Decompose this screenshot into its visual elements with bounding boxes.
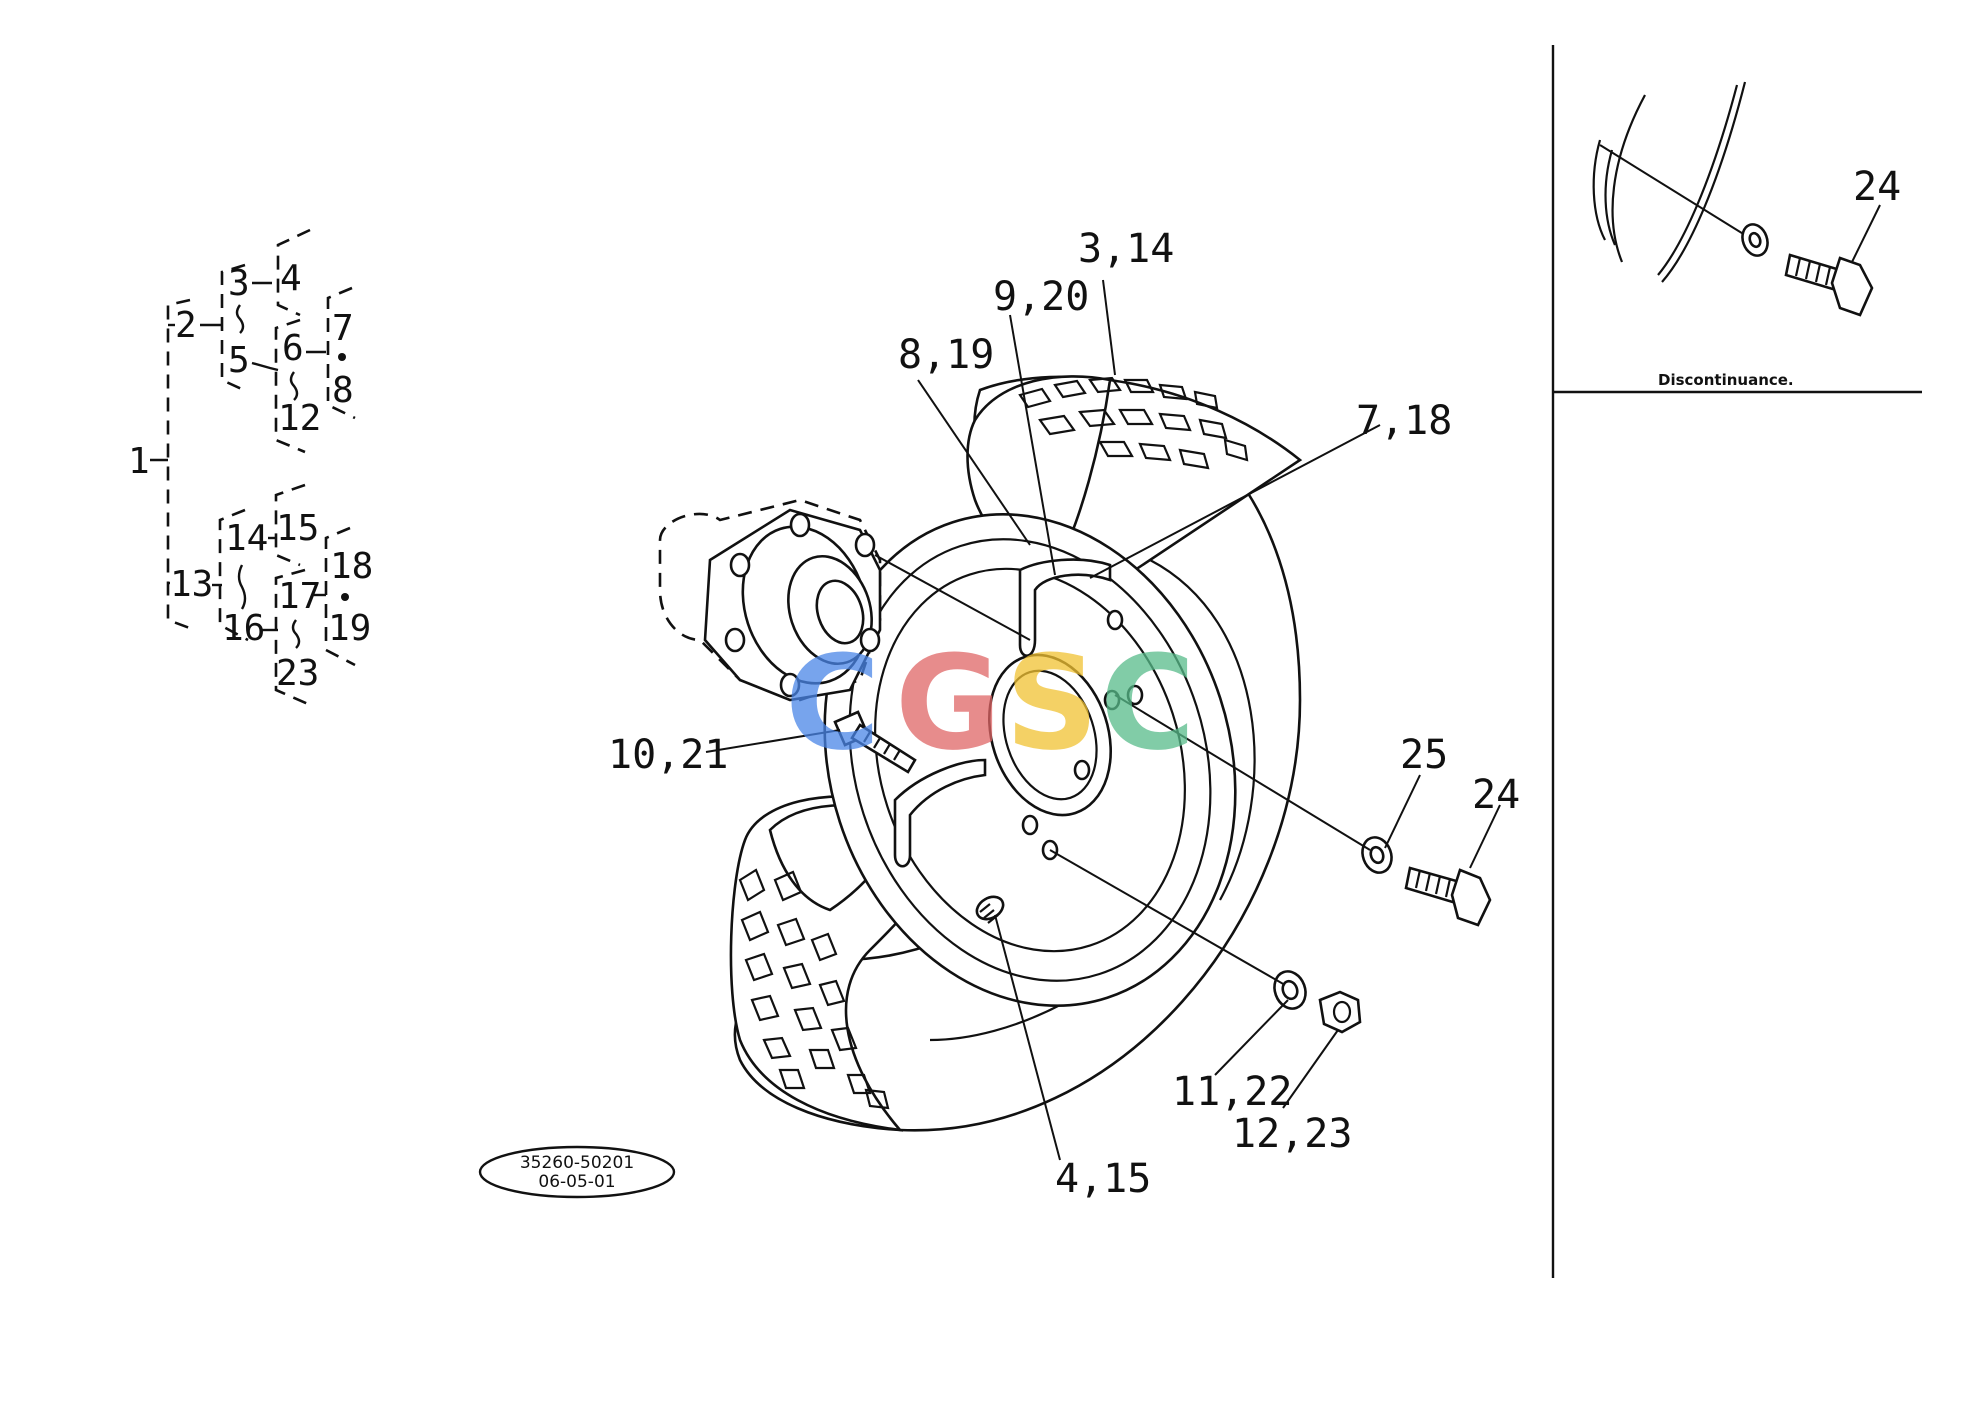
tree-label-group-a-child-1: 3 <box>228 263 250 304</box>
group-b-pair-bracket <box>324 526 356 667</box>
callout-25: 25 <box>1400 732 1448 778</box>
reference-part-number: 35260-50201 <box>520 1153 634 1173</box>
tree-label-group-b-child-2: 16 <box>222 608 265 649</box>
tree-label-group-b-child-1-sub: 15 <box>276 508 319 549</box>
tree-label-group-a-child-2: 5 <box>228 340 250 381</box>
watermark: C G S C <box>785 627 1195 779</box>
tree-label-group-a: 2 <box>175 305 197 346</box>
pair-dot <box>338 353 346 361</box>
tree-label-group-b: 13 <box>170 564 213 605</box>
group-a-range-bracket <box>274 318 306 454</box>
tree-label-group-a-pair-1: 7 <box>332 308 354 349</box>
tree-label-group-a-child-2-range: 12 <box>278 398 321 439</box>
flap-upper <box>1018 558 1112 657</box>
callout-10-21: 10,21 <box>608 732 728 778</box>
reference-date-code: 06-05-01 <box>538 1172 615 1192</box>
air-valve <box>975 895 1005 924</box>
inset-old-bolt-detail: 24 Discontinuance. <box>1592 81 1901 389</box>
group-b-sub-bracket <box>274 483 306 567</box>
hub-stud-bolt <box>833 710 917 774</box>
tree-label-group-b-child-2-range: 23 <box>276 653 319 694</box>
inset-callout-24: 24 <box>1853 164 1901 210</box>
tree-label-group-a-child-1-sub: 4 <box>280 258 302 299</box>
tree-label-group-b-pair-2: 19 <box>328 608 371 649</box>
discontinuance-note: Discontinuance. <box>1658 371 1794 389</box>
watermark-letter: G <box>895 627 1002 779</box>
watermark-letter: C <box>1100 627 1195 779</box>
wheel-bolt-and-washer <box>1361 836 1492 927</box>
tree-label-group-b-child-2-sub: 17 <box>278 576 321 617</box>
rim-stud-holes <box>1021 609 1144 861</box>
pair-dot <box>341 593 349 601</box>
callout-24: 24 <box>1472 772 1520 818</box>
parts-hierarchy-tree: 1 2 3 4 5 6 12 7 8 13 14 15 16 17 <box>128 228 373 706</box>
washer-and-nut <box>1273 970 1362 1034</box>
group-b-bracket <box>218 508 249 642</box>
callout-11-22: 11,22 <box>1172 1069 1292 1115</box>
callout-leader-lines <box>705 279 1501 1161</box>
wheel-hub <box>658 498 882 702</box>
group-a-pair-bracket <box>326 286 356 420</box>
callout-7-18: 7,18 <box>1356 398 1452 444</box>
callout-12-23: 12,23 <box>1232 1111 1352 1157</box>
watermark-letter: C <box>785 627 880 779</box>
watermark-letter: S <box>1005 627 1099 779</box>
tread-pattern-upper <box>1018 376 1249 470</box>
tree-label-group-a-child-2-sub: 6 <box>282 328 304 369</box>
flap-lower <box>893 758 987 868</box>
tree-label-group-a-pair-2: 8 <box>332 370 354 411</box>
callout-9-20: 9,20 <box>993 274 1089 320</box>
tread-pattern-lower <box>738 868 890 1110</box>
reference-stamp: 35260-50201 06-05-01 <box>478 1145 676 1199</box>
wheel-assembly-drawing: 3,14 9,20 8,19 7,18 10,21 25 24 11,22 12… <box>608 226 1520 1202</box>
callout-4-15: 4,15 <box>1055 1156 1151 1202</box>
root-bracket <box>166 298 196 632</box>
callout-8-19: 8,19 <box>898 332 994 378</box>
tree-label-group-b-child-1: 14 <box>225 518 268 559</box>
callout-3-14: 3,14 <box>1078 226 1174 272</box>
group-a-bracket <box>220 263 249 394</box>
tree-label-root: 1 <box>128 441 150 482</box>
tree-label-group-b-pair-1: 18 <box>330 546 373 587</box>
